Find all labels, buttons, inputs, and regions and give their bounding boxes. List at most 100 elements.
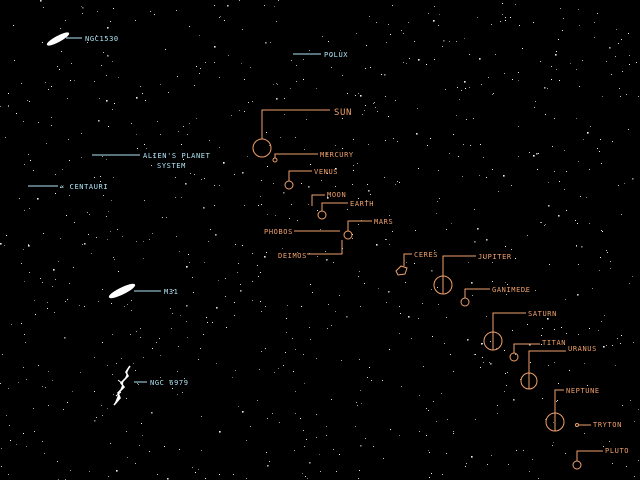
ganimede-target[interactable]: GANIMEDE [460,286,531,307]
background-star [469,54,470,55]
background-star [53,269,55,271]
background-star [559,181,560,182]
background-star [347,93,348,94]
background-star [177,394,178,395]
saturn-target[interactable]: SATURN [483,310,557,351]
background-star [51,117,52,118]
tryton-target[interactable]: TRYTON [575,421,622,429]
background-star [108,476,109,477]
background-star [273,183,274,184]
background-star [283,192,285,194]
background-star [16,113,17,114]
background-star [219,474,220,475]
background-star [103,52,104,53]
uranus-target[interactable]: URANUS [520,345,597,390]
background-star [603,346,605,348]
background-star [116,363,117,364]
alien-planet-system-target[interactable]: ALIEN'S PLANET SYSTEM [92,152,211,170]
centauri-target[interactable]: ∝ CENTAURI [28,183,108,191]
background-star [237,272,238,273]
background-star [357,163,358,164]
background-star [491,24,492,25]
background-star [358,93,359,94]
background-star [505,17,506,18]
background-star [118,271,119,272]
background-star [261,351,262,352]
titan-target[interactable]: TITAN [509,339,566,362]
background-star [353,170,354,171]
background-star [542,328,543,329]
background-star [367,377,368,378]
earth-target[interactable]: EARTH [317,200,374,220]
mercury-target[interactable]: MERCURY [272,151,354,163]
background-star [234,174,235,175]
background-star [244,205,245,206]
background-star [130,334,131,335]
phobos-target[interactable]: PHOBOS [264,228,340,236]
deimos-target[interactable]: DEIMOS [278,240,343,260]
background-star [96,417,97,418]
background-star [347,209,348,210]
background-star [600,257,601,258]
background-star [626,94,627,95]
background-star [70,470,71,471]
background-star [260,272,261,273]
background-star [401,30,402,31]
polux-target[interactable]: POLUX [293,51,348,59]
background-star [282,248,283,249]
sun-target[interactable]: SUN [252,108,352,158]
neptune-target[interactable]: NEPTUNE [545,387,600,432]
background-star [327,328,328,329]
background-star [399,435,400,436]
background-star [29,272,30,273]
mercury-icon [272,157,278,163]
background-star [142,93,143,94]
background-star [534,107,535,108]
ngc1530-target[interactable]: NGC1530 [46,31,119,47]
background-star [113,394,114,395]
ngc6979-target[interactable]: NGC 6979 [113,365,189,406]
background-star [520,379,521,380]
m31-target[interactable]: M31 [108,282,178,300]
background-star [518,126,519,127]
background-star [316,437,317,438]
background-star [227,5,229,7]
background-star [273,84,274,85]
ceres-target[interactable]: CERES [395,251,438,276]
background-star [199,35,200,36]
background-star [283,365,284,366]
background-star [426,408,427,409]
background-star [198,469,199,470]
background-star [384,74,386,76]
jupiter-target[interactable]: JUPITER [433,253,512,295]
background-star [488,77,489,78]
background-star [326,259,328,261]
background-star [252,300,253,301]
background-star [556,401,557,402]
background-star [575,220,576,221]
moon-target[interactable]: MOON [311,191,346,206]
spiral-galaxy-icon [46,32,70,46]
background-star [238,263,239,264]
background-star [542,398,543,399]
venus-target[interactable]: VENUS [284,168,338,190]
mars-target[interactable]: MARS [343,218,393,240]
background-star [87,42,88,43]
background-star [172,388,173,389]
background-star [40,0,42,2]
background-star [317,256,318,257]
background-star [453,134,454,135]
background-star [214,205,215,206]
background-star [618,43,619,44]
pluto-target[interactable]: PLUTO [572,447,629,470]
background-star [405,282,406,283]
background-star [232,377,233,378]
background-star [48,89,49,90]
background-star [303,430,304,431]
background-star [370,194,371,195]
background-star [1,448,2,449]
background-star [500,21,501,22]
background-star [204,262,205,263]
background-star [328,304,329,305]
background-star [376,22,377,23]
